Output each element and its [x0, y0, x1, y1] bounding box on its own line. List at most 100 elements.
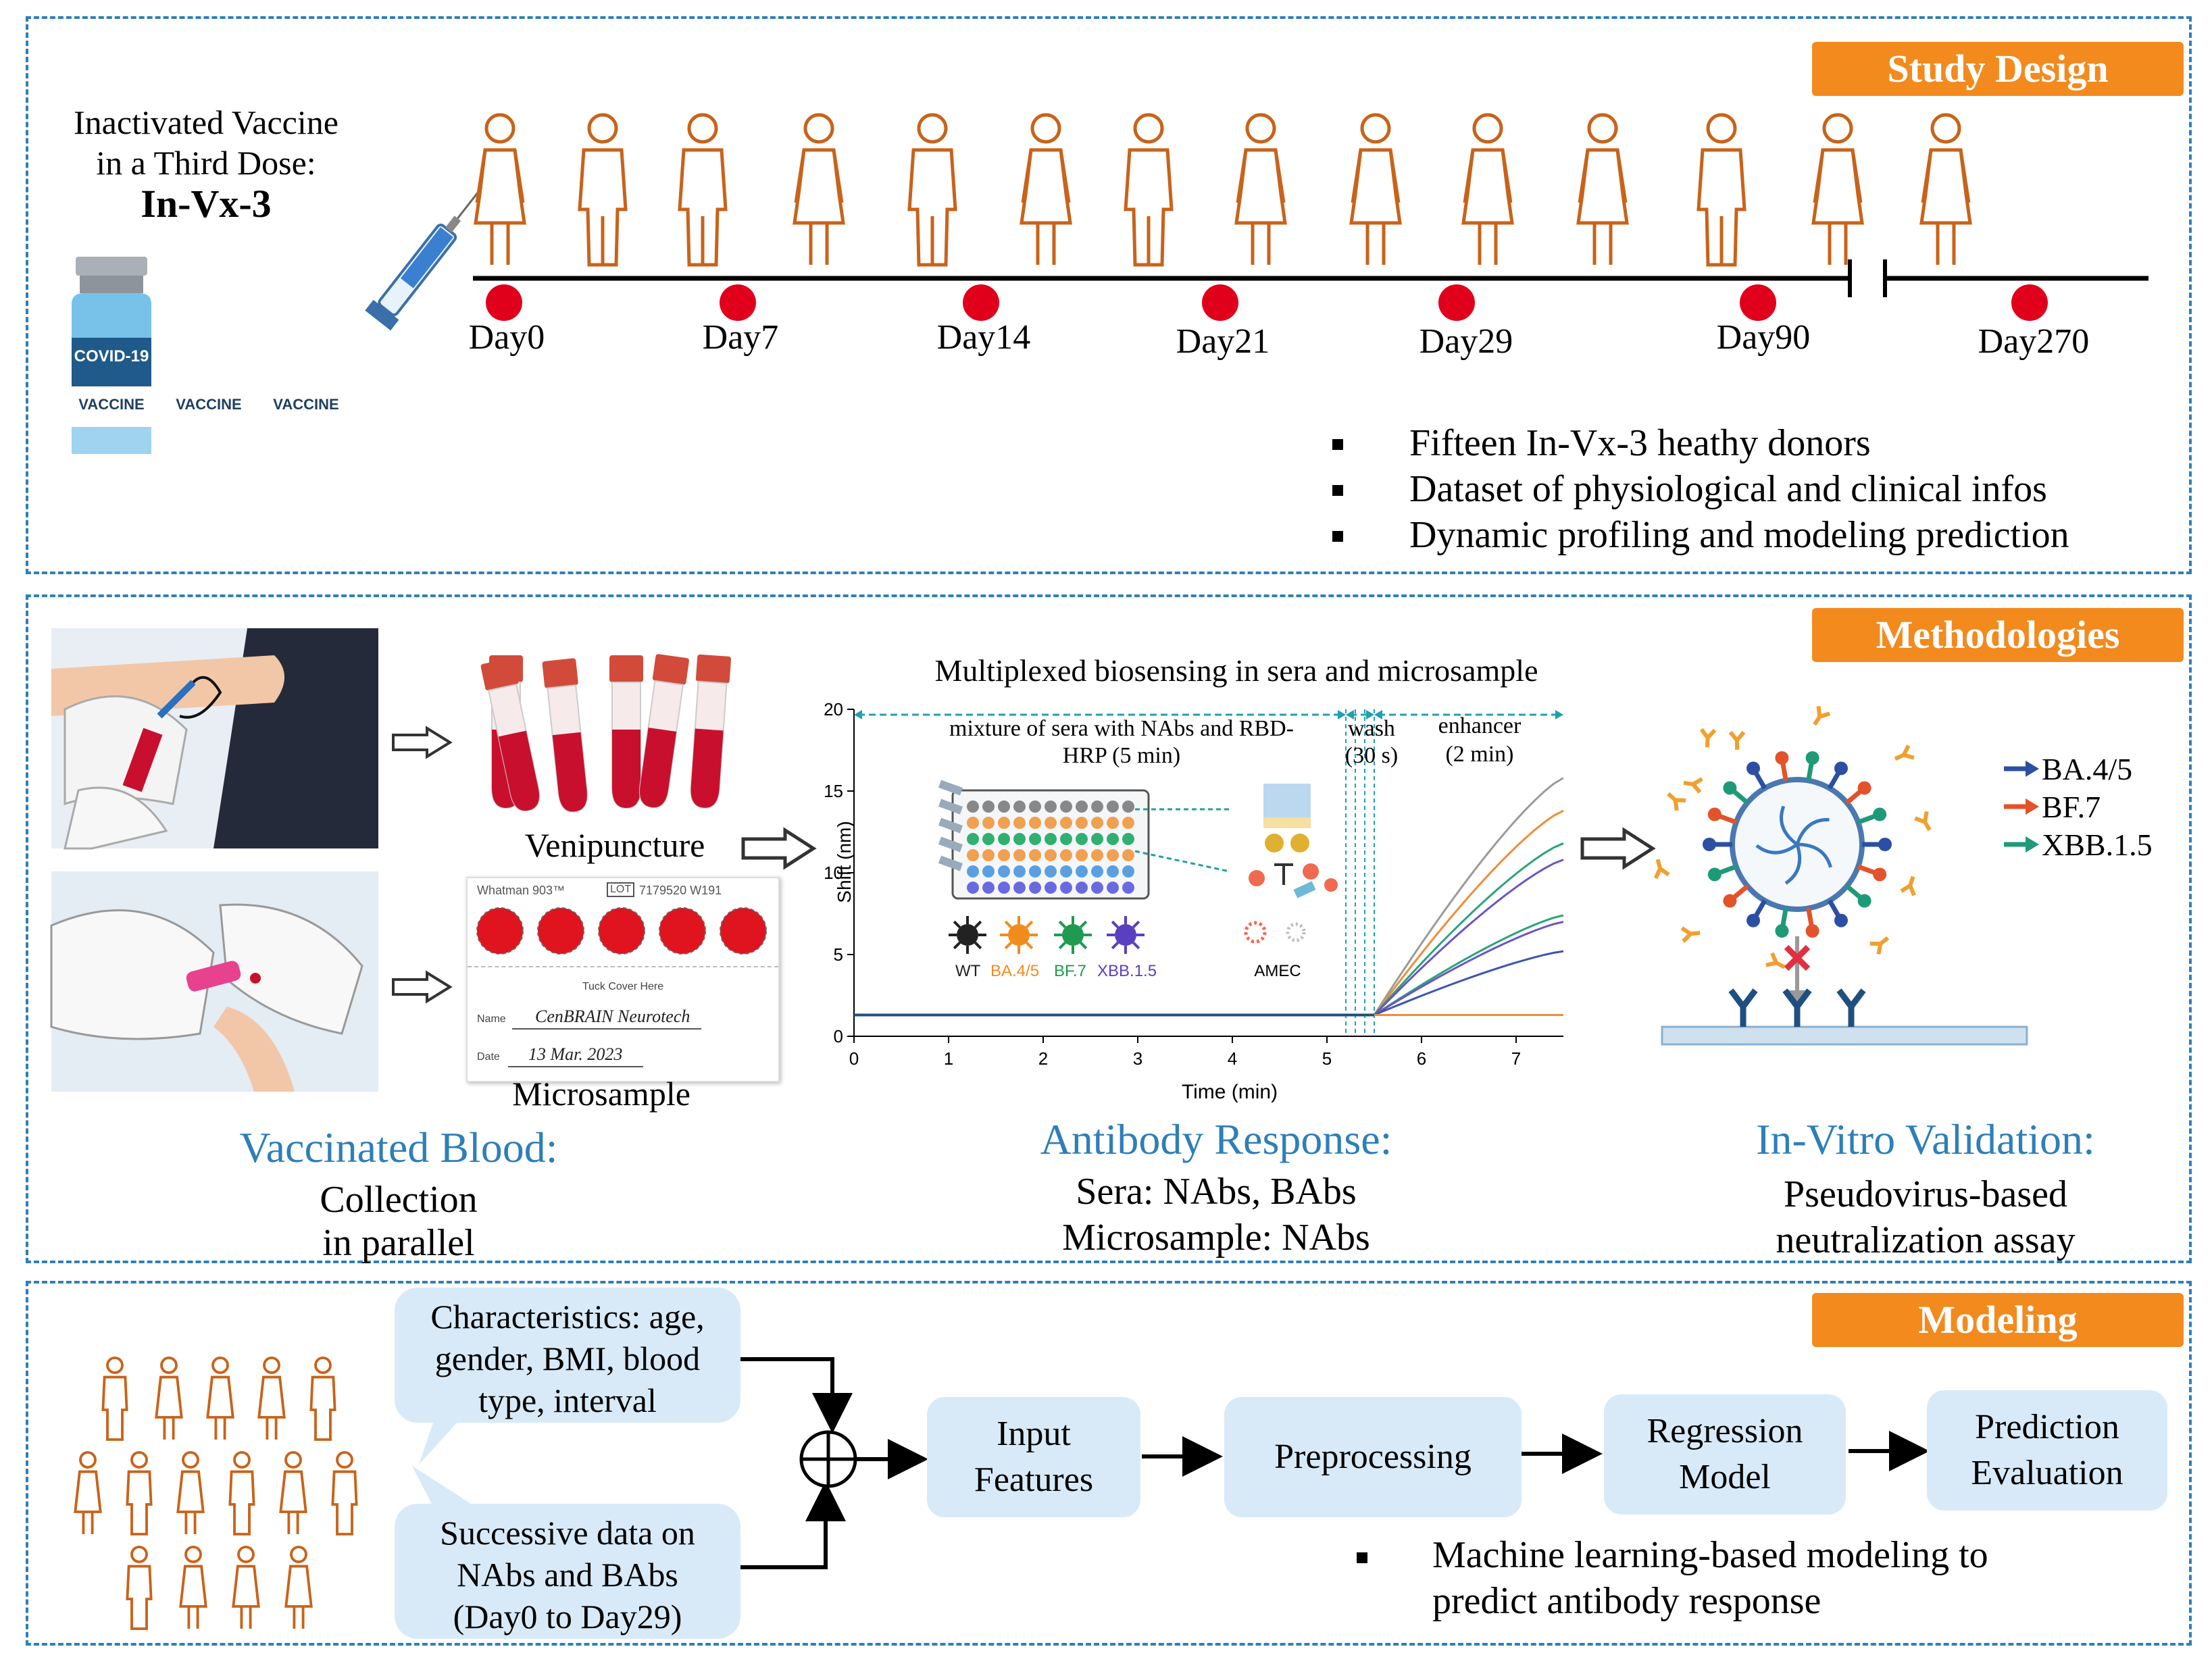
spike-head: [1723, 894, 1737, 908]
card-date-value: 13 Mar. 2023: [528, 1044, 623, 1064]
vial-label-3b: VACCINE: [273, 396, 339, 413]
phase-label-2b: (30 s): [1344, 743, 1399, 768]
x-tick-label: 3: [1133, 1048, 1142, 1069]
plate-well: [1122, 865, 1134, 878]
biosensing-title: Multiplexed biosensing in sera and micro…: [934, 653, 1538, 688]
plate-well: [1029, 817, 1041, 829]
donor-figure-icon: [279, 1451, 307, 1535]
antibody-icon: [1894, 744, 1915, 761]
spike-head: [1834, 913, 1848, 928]
box3-line1: Regression: [1647, 1412, 1803, 1450]
plate-well: [967, 865, 979, 878]
bubble1-line2: gender, BMI, blood: [434, 1340, 701, 1377]
vial-label-3a: COVID-19: [268, 347, 344, 365]
microsample-photo: [50, 871, 378, 1092]
inset-virus-spike: [1111, 920, 1120, 929]
inset-virus-spike: [1004, 920, 1013, 929]
vaccine-line2: in a Third Dose:: [96, 144, 316, 182]
donor-figure-icon: [309, 1356, 336, 1441]
box1-line1: Input: [997, 1415, 1071, 1453]
y-tick-label: 0: [834, 1026, 843, 1046]
day-label-29: Day29: [1419, 322, 1513, 361]
card-lot-box: LOT: [607, 882, 635, 897]
plate-well: [1091, 865, 1103, 878]
plate-well: [1029, 882, 1041, 894]
antibody-icon: [1914, 811, 1932, 832]
bubble2-line2: NAbs and BAbs: [457, 1556, 678, 1594]
inset-virus-spike: [1004, 941, 1013, 950]
day-label-14: Day14: [936, 318, 1031, 357]
ace2-receptor-icon: [1836, 988, 1866, 1027]
bubble1-line1: Characteristics: age,: [430, 1298, 705, 1336]
x-tick-label: 6: [1417, 1048, 1426, 1069]
series-line-3: [854, 842, 1564, 1017]
spike-head: [1857, 781, 1871, 795]
variant-legend-bf7: BF.7: [2042, 790, 2101, 824]
donor-figure-icon: [228, 1451, 255, 1535]
antibody-icon: [1680, 926, 1701, 943]
donor-figures-row: [459, 115, 2135, 277]
modeling-bullet-2: predict antibody response: [1432, 1580, 1821, 1622]
inset-virus-spike: [1025, 941, 1034, 950]
inset-virus-spike: [1058, 920, 1067, 929]
plate-well: [1060, 833, 1072, 845]
amec-sensor-icon: [1249, 784, 1338, 898]
plate-well: [967, 849, 979, 861]
donor-figure-icon: [126, 1546, 153, 1630]
chart-xlabel: Time (min): [1181, 1081, 1278, 1103]
phase-arrowhead: [1555, 710, 1563, 719]
plate-well: [982, 882, 995, 894]
variant-legend: [2004, 761, 2039, 853]
plate-well: [1013, 817, 1026, 829]
phase-label-1a: mixture of sera with NAbs and RBD-: [949, 716, 1294, 741]
inset-virus-1: [957, 924, 978, 946]
plate-well: [998, 882, 1010, 894]
series-line-7: [854, 950, 1564, 1017]
series-line-6: [854, 921, 1564, 1017]
plate-well: [1122, 801, 1134, 813]
antibody-icon: [1683, 777, 1703, 794]
plate-well: [1045, 865, 1057, 878]
day-label-7: Day7: [702, 318, 779, 357]
antibody-icon: [1900, 875, 1916, 896]
card-date-underline: [508, 1066, 643, 1067]
spike-head: [1723, 781, 1737, 795]
bubble1-line3: type, interval: [478, 1381, 657, 1419]
plate-well: [1013, 849, 1026, 861]
plate-well: [1076, 833, 1088, 845]
y-tick-label: 10: [824, 863, 843, 883]
antibody-title: Antibody Response:: [1040, 1115, 1392, 1163]
vaccine-name: In-Vx-3: [141, 182, 272, 226]
card-date-label: Date: [477, 1051, 500, 1063]
blood-title: Vaccinated Blood:: [239, 1123, 558, 1171]
x-tick-label: 4: [1228, 1048, 1237, 1069]
inset-virus-2: [1008, 924, 1030, 946]
plate-well: [1045, 801, 1057, 813]
spike-head: [1707, 867, 1721, 882]
inset-virus-spike: [1079, 941, 1088, 950]
dotted-connector: [1134, 808, 1230, 873]
donor-figure-icon: [206, 1356, 234, 1440]
plate-well: [1060, 865, 1072, 878]
vial-label-1b: VACCINE: [78, 396, 145, 413]
inset-legend-ba45: BA.4/5: [990, 962, 1040, 980]
plate-well: [1076, 817, 1088, 829]
plate-well: [982, 849, 995, 861]
blood-spot-card: Whatman 903™ LOT 7179520 W191 Tuck Cover…: [466, 877, 780, 1082]
plate-well: [1076, 801, 1088, 813]
series-line-4: [854, 859, 1564, 1017]
plate-well: [1107, 801, 1119, 813]
plate-well: [1060, 801, 1072, 813]
venipuncture-photo: [51, 628, 378, 850]
donor-figure-icon: [179, 1546, 207, 1629]
phase-arrowhead: [1366, 710, 1374, 719]
plate-well: [998, 833, 1010, 845]
study-bullet-2: Dataset of physiological and clinical in…: [1409, 468, 2047, 510]
plate-well: [1060, 849, 1072, 861]
rna-strand: [1796, 842, 1832, 868]
spike-head: [1873, 867, 1887, 882]
ace2-receptor-icon: [1782, 988, 1812, 1027]
plate-well: [982, 865, 995, 878]
inset-virus-spike: [1058, 941, 1067, 950]
antibody-sub-2: Microsample: NAbs: [1062, 1217, 1370, 1259]
